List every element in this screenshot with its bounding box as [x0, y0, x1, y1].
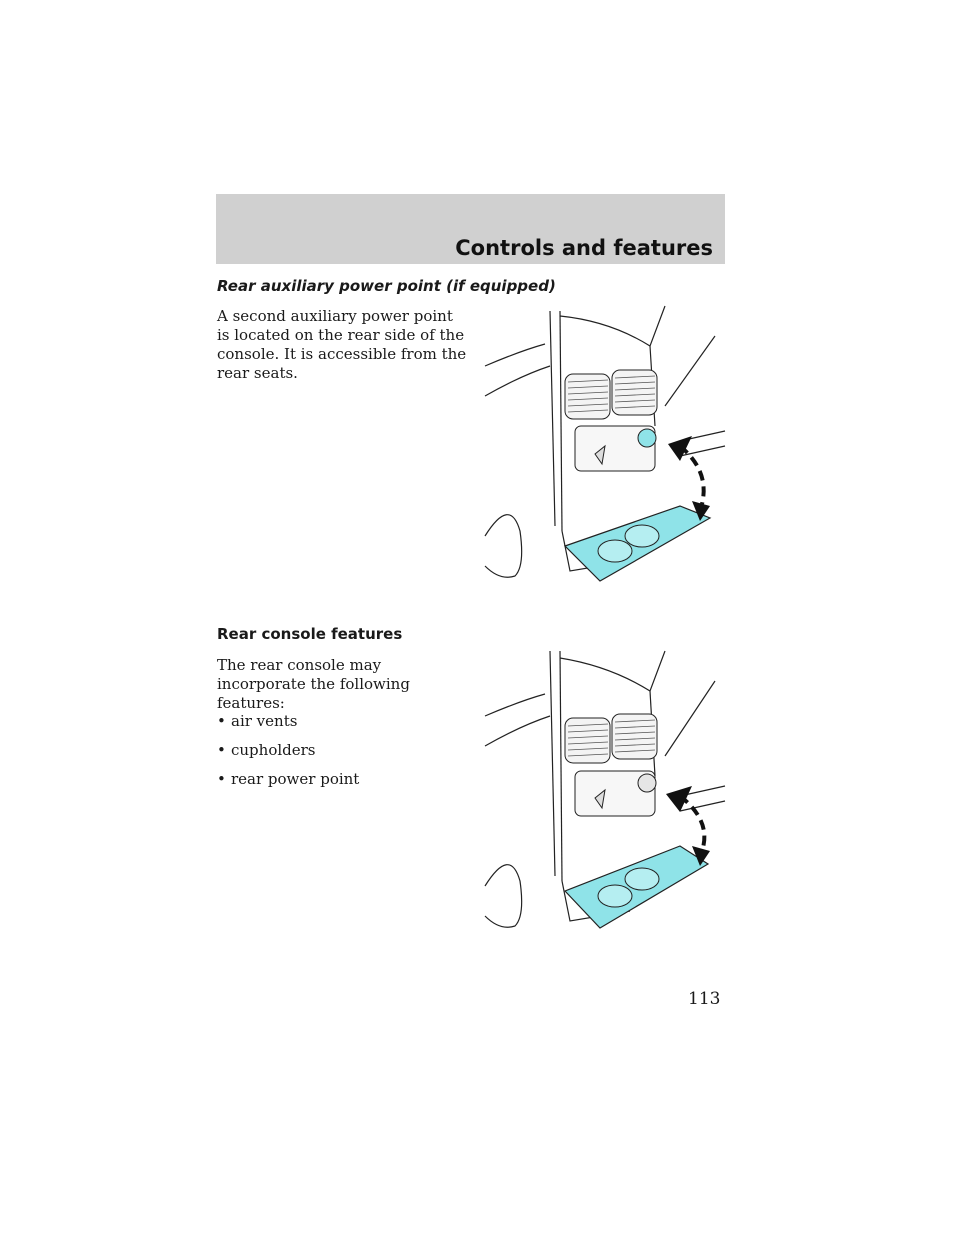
list-item-text: air vents — [231, 712, 298, 730]
bullet-icon: • — [217, 770, 226, 788]
section-header-band: Controls and features — [216, 194, 725, 264]
rear-console-cupholder-illustration — [484, 650, 726, 929]
list-item: • air vents — [217, 712, 359, 731]
list-item-text: cupholders — [231, 741, 316, 759]
page-number: 113 — [688, 989, 721, 1009]
features-list: • air vents • cupholders • rear power point — [217, 712, 359, 799]
section-title: Controls and features — [455, 236, 713, 260]
list-item: • rear power point — [217, 770, 359, 789]
power-point-heading: Rear auxiliary power point (if equipped) — [217, 277, 556, 295]
console-features-paragraph: The rear console may incorporate the fol… — [217, 656, 410, 712]
console-features-heading: Rear console features — [217, 625, 403, 643]
list-item-text: rear power point — [231, 770, 360, 788]
bullet-icon: • — [217, 712, 226, 730]
list-item: • cupholders — [217, 741, 359, 760]
power-point-paragraph: A second auxiliary power point is locate… — [217, 307, 467, 382]
rear-console-power-point-illustration — [484, 305, 726, 582]
bullet-icon: • — [217, 741, 226, 759]
